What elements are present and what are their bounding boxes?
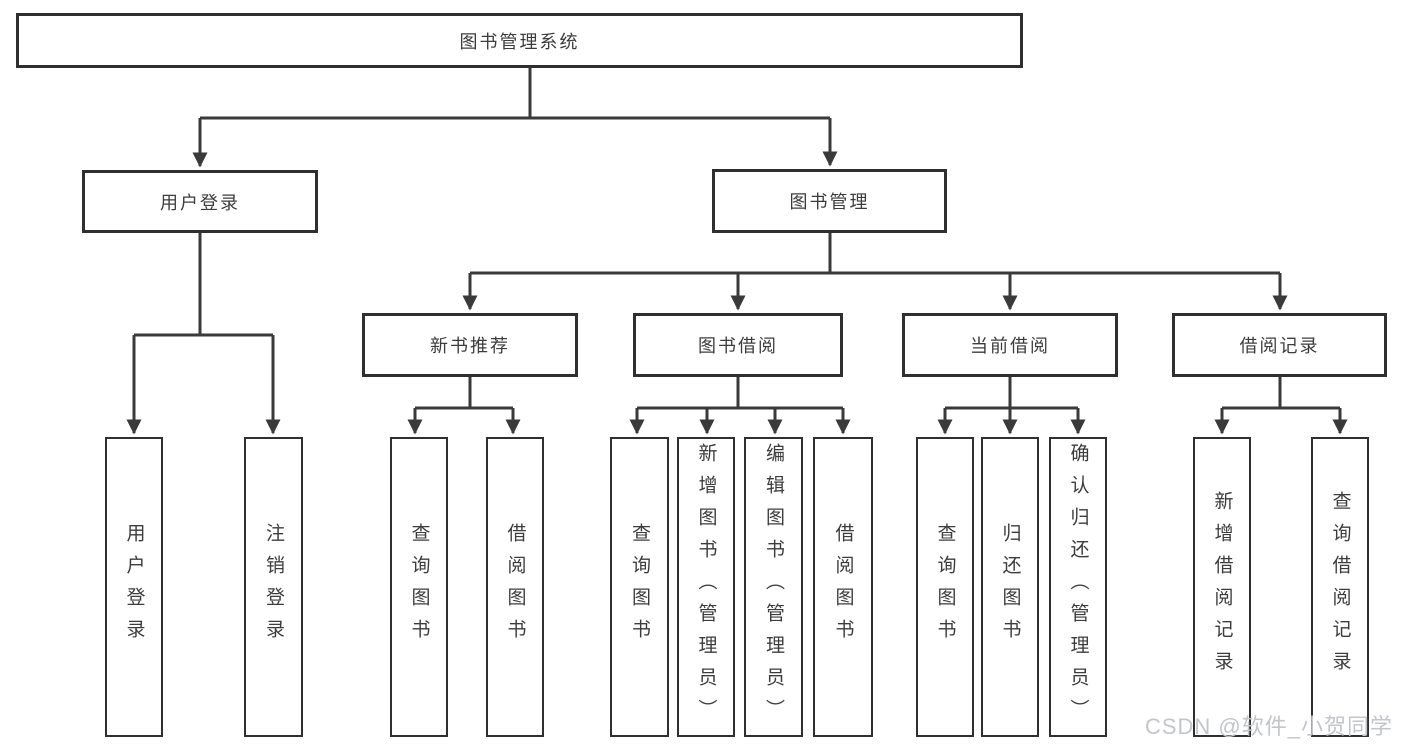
leaf-return-books: 归还图书 (981, 437, 1039, 737)
leaf-label: 借阅图书 (832, 523, 854, 651)
leaf-borrow-books-2: 借阅图书 (813, 437, 873, 737)
leaf-label: 查询图书 (408, 523, 430, 651)
leaf-label: 借阅图书 (504, 523, 526, 651)
leaf-label: 新增借阅记录 (1211, 491, 1233, 683)
leaf-confirm-return-admin: 确认归还（管理员） (1049, 437, 1107, 737)
leaf-query-books-1: 查询图书 (390, 437, 448, 737)
node-current-borrowing: 当前借阅 (902, 313, 1118, 377)
node-label: 当前借阅 (970, 336, 1050, 356)
leaf-label: 确认归还（管理员） (1067, 443, 1089, 731)
node-user-login: 用户登录 (82, 170, 318, 233)
node-book-borrowing: 图书借阅 (633, 313, 843, 377)
watermark: CSDN @软件_小贺同学 (1144, 714, 1393, 739)
leaf-user-login: 用户登录 (105, 437, 163, 737)
leaf-label: 新增图书（管理员） (695, 443, 717, 731)
leaf-query-borrow-record: 查询借阅记录 (1311, 437, 1369, 737)
leaf-add-borrow-record: 新增借阅记录 (1193, 437, 1251, 737)
node-label: 图书管理系统 (459, 31, 580, 52)
leaf-label: 编辑图书（管理员） (763, 443, 784, 731)
leaf-label: 查询借阅记录 (1329, 491, 1351, 683)
leaf-logout: 注销登录 (244, 437, 303, 737)
leaf-label: 归还图书 (999, 523, 1021, 651)
node-book-management: 图书管理 (712, 169, 947, 233)
leaf-label: 查询图书 (934, 523, 956, 651)
node-borrowing-records: 借阅记录 (1172, 313, 1387, 377)
node-label: 用户登录 (160, 192, 240, 213)
node-label: 借阅记录 (1239, 336, 1320, 356)
leaf-label: 注销登录 (263, 523, 284, 651)
node-label: 新书推荐 (430, 336, 510, 356)
node-label: 图书管理 (789, 192, 870, 212)
leaf-edit-books-admin: 编辑图书（管理员） (744, 437, 803, 737)
node-label: 图书借阅 (698, 336, 778, 356)
leaf-borrow-books-1: 借阅图书 (486, 437, 544, 737)
leaf-query-books-3: 查询图书 (916, 437, 974, 737)
node-new-book-recommendation: 新书推荐 (362, 313, 578, 377)
leaf-label: 查询图书 (629, 523, 650, 651)
leaf-add-books-admin: 新增图书（管理员） (677, 437, 735, 737)
node-library-management-system: 图书管理系统 (16, 13, 1023, 68)
leaf-query-books-2: 查询图书 (610, 437, 669, 737)
leaf-label: 用户登录 (123, 523, 145, 651)
